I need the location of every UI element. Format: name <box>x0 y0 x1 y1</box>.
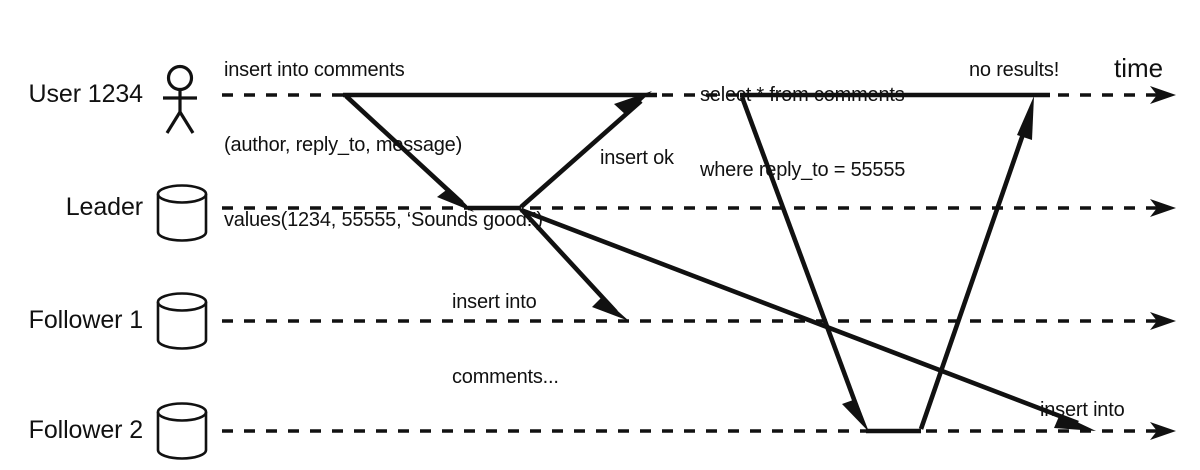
message-label-insert-ok: insert ok <box>600 147 674 169</box>
message-label-replicate-follower2: insert into comments... <box>1040 348 1147 470</box>
lane-label-follower1: Follower 1 <box>28 306 143 334</box>
message-label-no-results: no results! <box>969 59 1060 81</box>
arrow-insert-request <box>344 94 474 212</box>
arrow-insert-ok <box>519 91 652 209</box>
time-axis-label: time <box>1114 53 1164 83</box>
database-cylinder-icon-follower1 <box>156 292 208 350</box>
arrow-select-query <box>739 96 869 432</box>
replicate-follower1-line-2: comments... <box>452 366 559 388</box>
lane-label-user: User 1234 <box>28 80 144 108</box>
insert-statement-line-3: values(1234, 55555, ‘Sounds good!’) <box>224 209 543 231</box>
database-cylinder-icon-follower2 <box>156 402 208 460</box>
arrow-replicate-follower2 <box>520 207 1096 431</box>
message-label-replicate-follower1: insert into comments... <box>452 240 559 440</box>
actor-stick-figure-icon <box>163 64 197 134</box>
lane-label-leader: Leader <box>65 193 143 221</box>
select-statement-line-2: where reply_to = 55555 <box>700 159 906 181</box>
message-label-insert-statement: insert into comments (author, reply_to, … <box>224 8 543 283</box>
arrow-no-results <box>918 96 1034 430</box>
select-statement-line-1: select * from comments <box>700 84 905 106</box>
lane-label-follower2: Follower 2 <box>28 416 143 444</box>
time-axis-arrowheads <box>1150 86 1176 440</box>
database-cylinder-icon-leader <box>156 184 208 242</box>
message-label-select-statement: select * from comments where reply_to = … <box>700 33 905 233</box>
replicate-follower1-line-1: insert into <box>452 291 537 313</box>
replicate-follower2-line-1: insert into <box>1040 399 1125 421</box>
insert-statement-line-2: (author, reply_to, message) <box>224 134 463 156</box>
arrow-replicate-follower1 <box>519 207 629 321</box>
insert-statement-line-1: insert into comments <box>224 59 405 81</box>
